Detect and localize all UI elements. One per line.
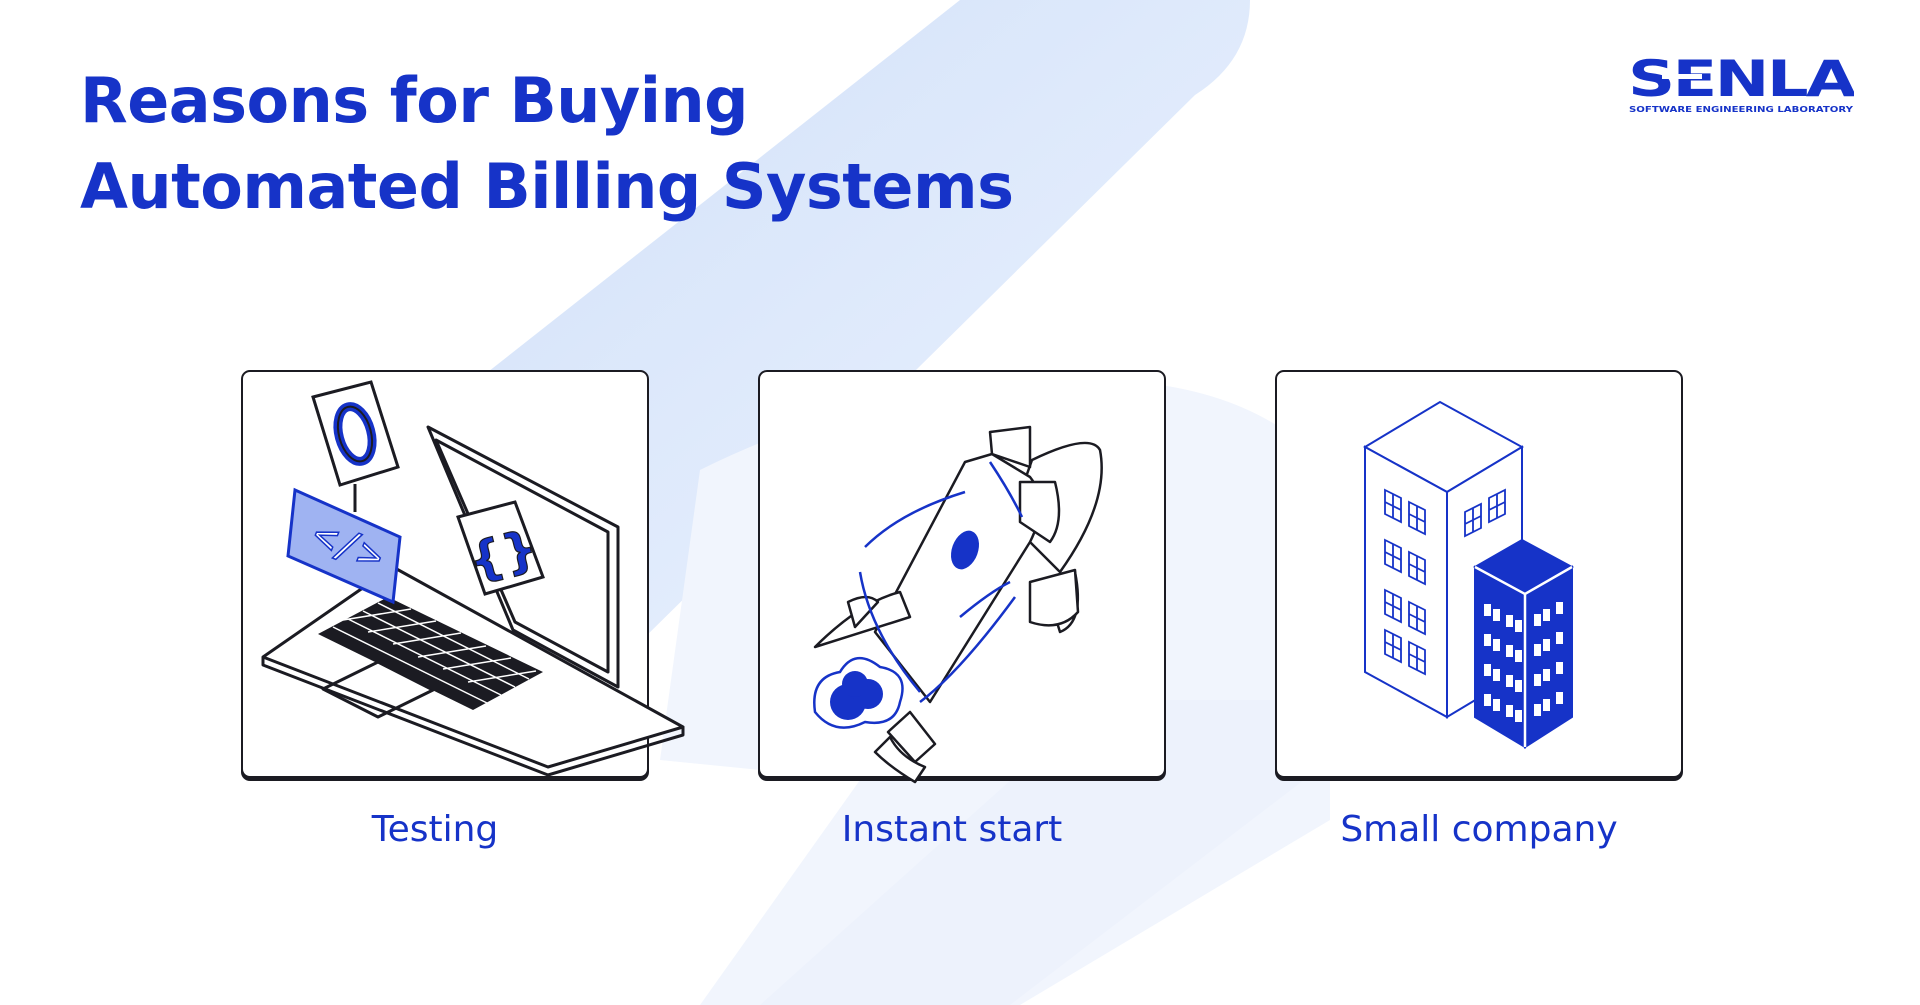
card-testing: </> {} [241,370,685,778]
title-line-1: Reasons for Buying [80,64,749,137]
rocket-icon [813,425,1103,784]
card-label-testing: Testing [371,809,499,850]
title-line-2: Automated Billing Systems [80,150,1014,223]
card-label-instant-start: Instant start [841,809,1063,850]
senla-logo: SENLA SOFTWARE ENGINEERING LABORATORY [1628,52,1854,114]
buildings-icon [1362,400,1575,749]
laptop-code-icon: </> {} [261,380,685,777]
card-small-company [1275,370,1683,778]
card-label-small-company: Small company [1340,809,1618,850]
card-instant-start [758,370,1166,784]
page-title: Reasons for Buying Automated Billing Sys… [80,58,1014,230]
svg-text:SOFTWARE ENGINEERING LABORATOR: SOFTWARE ENGINEERING LABORATORY [1629,105,1853,114]
svg-text:SENLA: SENLA [1628,52,1854,108]
